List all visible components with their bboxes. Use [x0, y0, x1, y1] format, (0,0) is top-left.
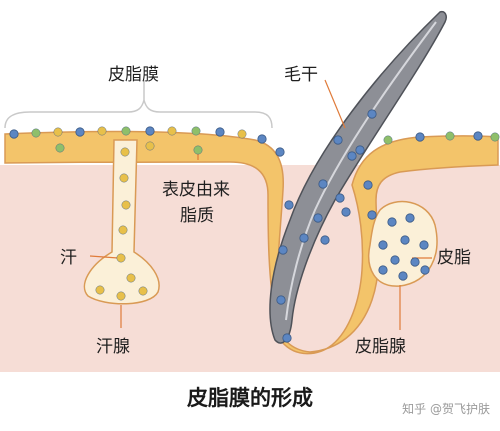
lipid-particle — [167, 126, 177, 136]
lipid-particle — [75, 127, 85, 137]
lipid-particle — [257, 134, 267, 144]
lipid-particle — [390, 255, 400, 265]
label-sweat: 汗 — [60, 248, 77, 268]
lipid-particle — [116, 253, 126, 263]
label-sebaceous-gland: 皮脂腺 — [355, 337, 406, 357]
label-sebum-film: 皮脂膜 — [108, 65, 159, 85]
lipid-particle — [387, 217, 397, 227]
diagram-title: 皮脂膜的形成 — [187, 386, 313, 410]
lipid-particle — [55, 143, 65, 153]
lipid-particle — [9, 129, 19, 139]
lipid-particle — [355, 145, 365, 155]
label-sweat-gland: 汗腺 — [96, 337, 130, 357]
lipid-particle — [215, 127, 225, 137]
lipid-particle — [191, 126, 201, 136]
lipid-particle — [95, 285, 105, 295]
lipid-particle — [405, 213, 415, 223]
label-hair-shaft: 毛干 — [284, 65, 318, 85]
lipid-particles — [9, 109, 500, 343]
lipid-particle — [284, 200, 294, 210]
lipid-particle — [378, 265, 388, 275]
lipid-particle — [116, 291, 126, 301]
lipid-particle — [126, 273, 136, 283]
label-sebum: 皮脂 — [437, 248, 471, 268]
lipid-particle — [275, 147, 285, 157]
lipid-particle — [121, 200, 131, 210]
lipid-particle — [299, 233, 309, 243]
lipid-particle — [145, 126, 155, 136]
hair-shaft-leader — [324, 79, 346, 129]
sweat-duct — [83, 139, 160, 305]
lipid-particle — [473, 131, 483, 141]
lipid-particle — [320, 235, 330, 245]
lipid-particle — [400, 235, 410, 245]
lipid-particle — [318, 179, 328, 189]
lipid-particle — [118, 225, 128, 235]
lipid-particle — [398, 271, 408, 281]
lipid-particle — [333, 135, 343, 145]
lipid-particle — [363, 180, 373, 190]
lipid-particle — [97, 126, 107, 136]
lipid-particle — [119, 173, 129, 183]
lipid-particle — [445, 131, 455, 141]
lipid-particle — [145, 141, 155, 151]
epidermis-layer — [4, 130, 499, 355]
lipid-particle — [121, 126, 131, 136]
lipid-particle — [419, 240, 429, 250]
lipid-particle — [383, 135, 393, 145]
lipid-particle — [415, 132, 425, 142]
hair-highlight — [285, 21, 437, 321]
lipid-particle — [237, 129, 247, 139]
lipid-particle — [138, 286, 148, 296]
lipid-particle — [276, 295, 286, 305]
lipid-particle — [341, 207, 351, 217]
lipid-particle — [347, 151, 357, 161]
lipid-particle — [367, 210, 377, 220]
lipid-particle — [120, 147, 130, 157]
lipid-particle — [410, 257, 420, 267]
lipid-particle — [313, 213, 323, 223]
lipid-particle — [31, 128, 41, 138]
lipid-particle — [335, 193, 345, 203]
watermark: 知乎 @贺飞护肤 — [402, 401, 490, 416]
label-epidermal-lipid-2: 脂质 — [180, 206, 214, 226]
lipid-particle — [53, 127, 63, 137]
lipid-particle — [420, 265, 430, 275]
lipid-particle — [367, 109, 377, 119]
label-epidermal-lipid-1: 表皮由来 — [162, 180, 230, 200]
lipid-particle — [278, 245, 288, 255]
lipid-particle — [378, 240, 388, 250]
lipid-particle — [193, 145, 203, 155]
sweat-leader — [89, 255, 119, 259]
lipid-particle — [282, 333, 292, 343]
lipid-particle — [490, 132, 500, 142]
